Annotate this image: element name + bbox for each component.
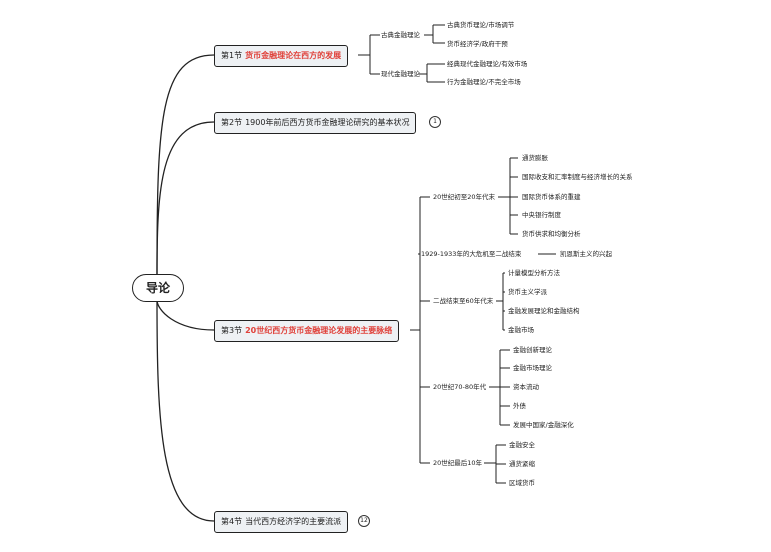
section-2-title: 1900年前后西方货币金融理论研究的基本状况 bbox=[245, 118, 410, 127]
s3-branch-5-item-3[interactable]: 区域货币 bbox=[509, 479, 535, 487]
section-1-node[interactable]: 第1节货币金融理论在西方的发展 bbox=[214, 45, 349, 67]
s3-branch-2[interactable]: 1929-1933年的大危机至二战结束 bbox=[421, 250, 522, 258]
section-2-collapsed-count-badge[interactable]: 1 bbox=[429, 116, 441, 128]
section-4-collapsed-count-badge[interactable]: 12 bbox=[358, 515, 370, 527]
s3-branch-5[interactable]: 20世纪最后10年 bbox=[433, 459, 483, 467]
section-4-title: 当代西方经济学的主要流派 bbox=[245, 517, 342, 526]
link-root-s3 bbox=[156, 299, 215, 331]
s3-branch-4-item-2[interactable]: 金融市场理论 bbox=[513, 364, 552, 372]
section-1-title: 货币金融理论在西方的发展 bbox=[245, 51, 342, 60]
s3-branch-4[interactable]: 20世纪70-80年代 bbox=[433, 383, 487, 391]
section-2-number: 第2节 bbox=[221, 118, 243, 127]
link-s1-b2 bbox=[418, 63, 445, 83]
s3-branch-4-item-1[interactable]: 金融创新理论 bbox=[513, 346, 552, 354]
s3-branch-1[interactable]: 20世纪初至20年代末 bbox=[433, 193, 496, 201]
s3-branch-1-item-4[interactable]: 中央银行制度 bbox=[522, 211, 561, 219]
s3-branch-5-item-2[interactable]: 通货紧缩 bbox=[509, 460, 535, 468]
s3-branch-5-item-1[interactable]: 金融安全 bbox=[509, 441, 535, 449]
section-3-title: 20世纪西方货币金融理论发展的主要脉络 bbox=[245, 326, 393, 335]
s1-branch-1-item-2[interactable]: 货币经济学/政府干预 bbox=[447, 40, 508, 48]
s3-branch-1-item-1[interactable]: 通货膨胀 bbox=[522, 154, 548, 162]
link-root-s1 bbox=[156, 54, 215, 275]
s3-branch-3-item-1[interactable]: 计量模型分析方法 bbox=[508, 269, 560, 277]
root-node[interactable]: 导论 bbox=[132, 274, 184, 302]
link-s3-b3 bbox=[496, 272, 505, 331]
s3-branch-2-item-1[interactable]: 凯恩斯主义的兴起 bbox=[560, 250, 612, 258]
s3-branch-1-item-2[interactable]: 国际收支和汇率制度与经济增长的关系 bbox=[522, 173, 633, 181]
s3-branch-4-item-4[interactable]: 外债 bbox=[513, 402, 526, 410]
s3-branch-4-item-5[interactable]: 发展中国家/金融深化 bbox=[513, 421, 574, 429]
link-s1-b1 bbox=[424, 24, 445, 44]
s1-branch-1-item-1[interactable]: 古典货币理论/市场调节 bbox=[447, 21, 515, 29]
s3-branch-3-item-3[interactable]: 金融发展理论和金融结构 bbox=[508, 307, 580, 315]
s3-branch-3-item-4[interactable]: 金融市场 bbox=[508, 326, 534, 334]
s3-branch-1-item-3[interactable]: 国际货币体系的重建 bbox=[522, 193, 581, 201]
s3-branch-3[interactable]: 二战结束至60年代末 bbox=[433, 297, 494, 305]
section-1-number: 第1节 bbox=[221, 51, 243, 60]
section-3-number: 第3节 bbox=[221, 326, 243, 335]
link-s1-trunk bbox=[358, 34, 380, 75]
s1-branch-2-item-2[interactable]: 行为金融理论/不完全市场 bbox=[447, 78, 521, 86]
s1-branch-2[interactable]: 现代金融理论 bbox=[381, 70, 420, 78]
section-4-node[interactable]: 第4节当代西方经济学的主要流派 bbox=[214, 511, 349, 533]
section-4-number: 第4节 bbox=[221, 517, 243, 526]
s3-branch-1-item-5[interactable]: 货币供求和均衡分析 bbox=[522, 230, 581, 238]
s3-branch-3-item-2[interactable]: 货币主义学派 bbox=[508, 288, 547, 296]
link-s3-b4 bbox=[489, 349, 510, 426]
link-s3-trunk bbox=[410, 196, 430, 464]
link-s3-b1 bbox=[498, 157, 518, 235]
s1-branch-2-item-1[interactable]: 经典现代金融理论/有效市场 bbox=[447, 60, 528, 68]
s1-branch-1[interactable]: 古典金融理论 bbox=[381, 31, 420, 39]
link-root-s4 bbox=[156, 299, 215, 522]
link-root-s2 bbox=[156, 121, 215, 275]
s3-branch-4-item-3[interactable]: 资本流动 bbox=[513, 383, 539, 391]
link-s3-b5 bbox=[484, 444, 506, 484]
